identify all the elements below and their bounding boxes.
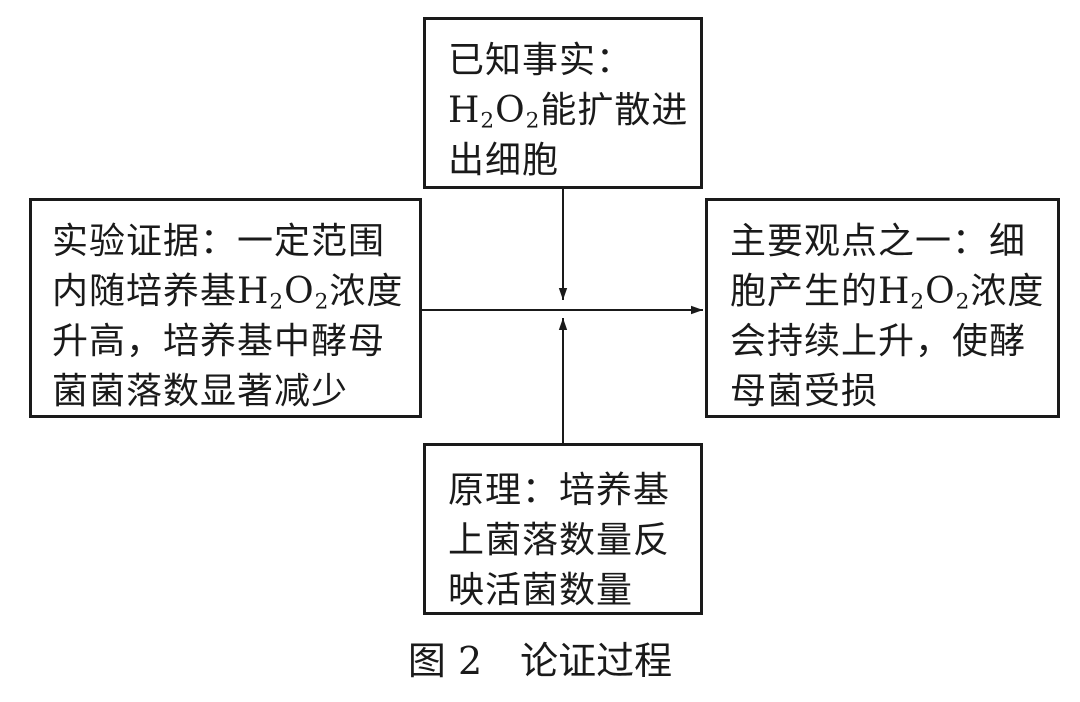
subscript-2: 2 xyxy=(480,108,496,134)
evidence-line-3: 升高，培养基中酵母 xyxy=(52,321,386,362)
evidence-line-1: 实验证据：一定范围 xyxy=(52,221,386,262)
principle-box: 原理：培养基 上菌落数量反 映活菌数量 xyxy=(423,443,703,615)
principle-line-1: 原理：培养基 xyxy=(448,470,671,511)
subscript-2: 2 xyxy=(314,289,330,315)
principle-line-2: 上菌落数量反 xyxy=(448,520,671,561)
subscript-2: 2 xyxy=(955,289,971,315)
evidence-text: 浓度 xyxy=(329,271,404,312)
viewpoint-text: 胞产生的H xyxy=(730,271,911,312)
known-fact-box: 已知事实： H2O2能扩散进 出细胞 xyxy=(423,17,703,189)
viewpoint-line-4: 母菌受损 xyxy=(730,371,879,412)
known-fact-line-1: 已知事实： xyxy=(448,40,634,81)
known-fact-line-3: 出细胞 xyxy=(448,140,560,181)
principle-line-3: 映活菌数量 xyxy=(448,570,634,611)
viewpoint-line-1: 主要观点之一：细 xyxy=(730,221,1027,262)
viewpoint-box: 主要观点之一：细 胞产生的H2O2浓度 会持续上升，使酵 母菌受损 xyxy=(705,198,1060,418)
o-symbol: O xyxy=(284,271,315,312)
evidence-line-2: 内随培养基H2O2浓度 xyxy=(52,267,419,317)
viewpoint-line-2: 胞产生的H2O2浓度 xyxy=(730,267,1057,317)
subscript-2: 2 xyxy=(910,289,926,315)
o-symbol: O xyxy=(925,271,956,312)
o-symbol: O xyxy=(495,90,526,131)
evidence-text: 内随培养基H xyxy=(52,271,270,312)
evidence-box: 实验证据：一定范围 内随培养基H2O2浓度 升高，培养基中酵母 菌菌落数显著减少 xyxy=(29,198,422,418)
figure-caption: 图 2 论证过程 xyxy=(407,639,673,683)
known-fact-line-2: H2O2能扩散进 xyxy=(448,86,700,136)
h-symbol: H xyxy=(448,90,481,131)
viewpoint-text: 浓度 xyxy=(970,271,1045,312)
viewpoint-line-3: 会持续上升，使酵 xyxy=(730,321,1027,362)
subscript-2: 2 xyxy=(269,289,285,315)
evidence-line-4: 菌菌落数显著减少 xyxy=(52,371,349,412)
known-fact-text: 能扩散进 xyxy=(540,90,689,131)
subscript-2: 2 xyxy=(525,108,541,134)
